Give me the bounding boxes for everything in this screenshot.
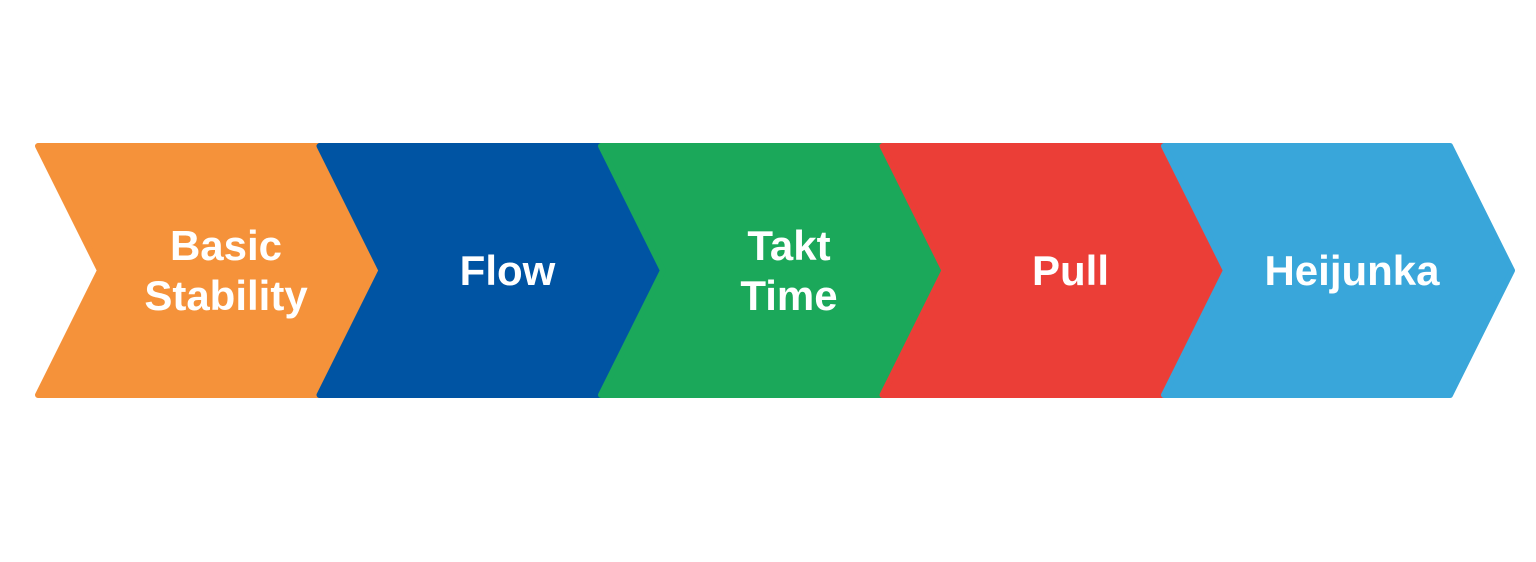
chevron-label: Stability: [144, 272, 308, 319]
chevron-step-5: Heijunka: [1161, 143, 1515, 398]
chevron-label: Basic: [170, 222, 282, 269]
chevron-label: Takt: [747, 222, 830, 269]
chevron-shape: [35, 143, 389, 398]
chevron-label: Heijunka: [1264, 247, 1440, 294]
chevron-label: Flow: [460, 247, 556, 294]
chevron-shape: [1161, 143, 1515, 398]
chevron-label: Pull: [1032, 247, 1109, 294]
chevron-label: Time: [740, 272, 837, 319]
